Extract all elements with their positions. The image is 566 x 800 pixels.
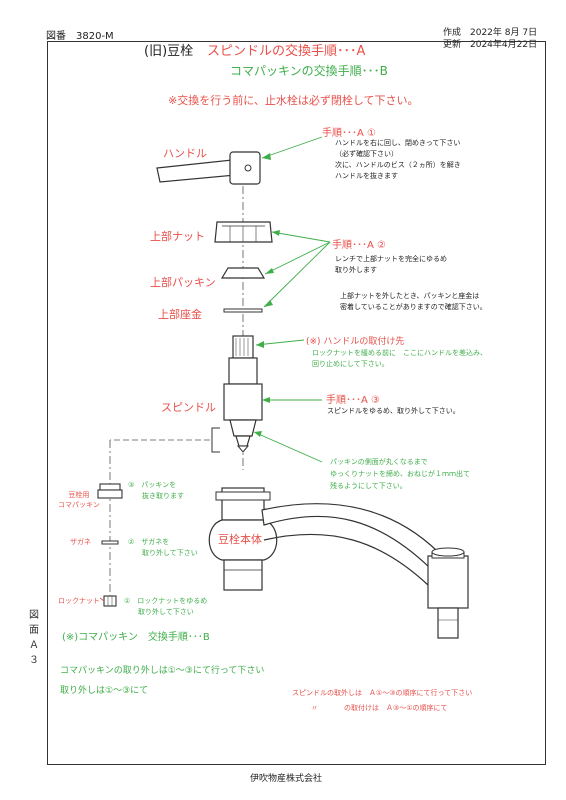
top-packing-part: [220, 267, 266, 279]
handle-point-title: (※) ハンドルの取付け先: [306, 337, 405, 347]
handle-part: [156, 151, 261, 185]
top-nut-part: [214, 221, 273, 243]
label-spindle: スピンドル: [161, 401, 216, 414]
koma-packing-part: [97, 483, 123, 499]
warning-text: ※交換を行う前に、止水栓は必ず閉栓して下さい。: [168, 94, 419, 107]
title-main: スピンドルの交換手順･･･A: [207, 44, 366, 59]
zagane-part: [101, 540, 119, 545]
label-zagane: ザガネ: [70, 538, 91, 546]
step-a3-title: 手順･･･A ③: [326, 395, 380, 406]
lock-nut-part: [103, 595, 117, 607]
step-a2-title: 手順･･･A ②: [332, 240, 386, 251]
label-lock-nut: ロックナット: [58, 597, 100, 605]
label-top-nut: 上部ナット: [150, 230, 205, 243]
step-a3-text: スピンドルをゆるめ、取り外して下さい。: [327, 407, 460, 415]
footer-company: 伊吹物産株式会社: [250, 774, 323, 784]
packing-note: パッキンの側面が丸くなるまで ゆっくりナットを締め、おねじが１ｍｍ出て 残るよう…: [330, 458, 470, 490]
drawing-number: 図番 3820-M: [46, 31, 114, 42]
label-koma-packing: 豆栓用 コマパッキン: [58, 491, 100, 509]
leader-arrows: [254, 153, 280, 437]
step-b2-text: ② ザガネを 取り外して下さい: [128, 538, 198, 557]
handle-point-text: ロックナットを緩める前に ここにハンドルを差込み、 回り止めにして下さい。: [312, 349, 487, 368]
leader-lines: [253, 136, 331, 463]
label-faucet-body: 豆栓本体: [218, 533, 262, 546]
spindle-install-note: の取付けは Ａ③～①の順序にて: [344, 704, 448, 712]
label-top-packing: 上部パッキン: [150, 276, 216, 289]
koma-install-note: 取り外しは①～③にて: [60, 686, 149, 696]
side-label: 図面Ａ３: [29, 610, 39, 666]
label-handle: ハンドル: [163, 147, 207, 160]
step-a1-title: 手順･･･A ①: [322, 128, 376, 139]
koma-removal-note: コマパッキンの取り外しは①～③にて行って下さい: [60, 666, 265, 676]
title-prefix: (旧)豆栓: [144, 44, 194, 59]
label-top-washer: 上部座金: [158, 308, 202, 321]
step-b1-text: ① ロックナットをゆるめ 取り外して下さい: [124, 597, 208, 616]
faucet-body-part: [208, 487, 469, 639]
spindle-install-mark: 〃: [311, 704, 318, 712]
spindle-removal-note: スピンドルの取外しは Ａ①～③の順序にて行って下さい: [292, 689, 473, 697]
created-date: 作成 2022年 8月 7日: [443, 28, 538, 38]
title-sub: コマパッキンの交換手順･･･B: [230, 64, 388, 78]
step-b3-text: ③ パッキンを 抜き取ります: [128, 481, 184, 500]
top-washer-part: [223, 308, 263, 313]
step-a2-note: 上部ナットを外したとき、パッキンと座金は 密着していることがありますので確認下さ…: [340, 292, 487, 311]
updated-date: 更新 2024年4月22日: [443, 40, 538, 50]
step-a2-text: レンチで上部ナットを完全にゆるめ 取り外します: [335, 255, 447, 274]
drawing-frame: [47, 41, 546, 765]
spindle-part: [223, 335, 263, 453]
step-b-title: (※)コマパッキン 交換手順･･･B: [62, 632, 210, 643]
step-a1-text: ハンドルを右に回し、閉めきって下さい （必ず確認下さい） 次に、ハンドルのビス（…: [335, 139, 461, 180]
